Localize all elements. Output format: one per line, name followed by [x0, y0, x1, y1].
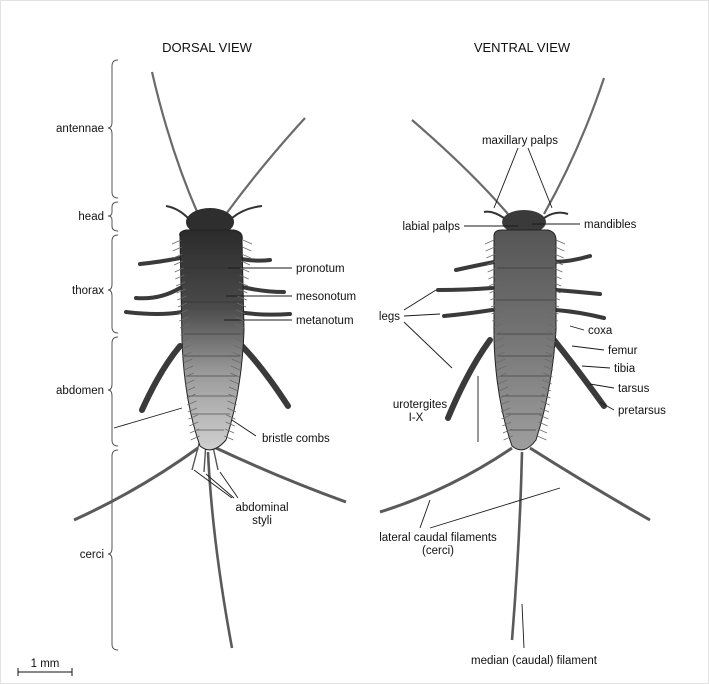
dorsal-body — [180, 230, 244, 450]
label-femur: femur — [608, 345, 638, 357]
label-mesonotum: mesonotum — [296, 291, 356, 303]
ventral-cercus-right — [530, 448, 650, 520]
label-median-filament: median (caudal) filament — [471, 655, 598, 667]
ventral-median-filament — [512, 452, 522, 640]
label-labial-palps: labial palps — [402, 221, 460, 233]
label-tibia: tibia — [614, 363, 636, 375]
ventral-specimen — [380, 78, 650, 640]
label-lateral-caudal-line1: lateral caudal filaments — [379, 532, 497, 544]
label-bristle-combs: bristle combs — [262, 433, 330, 445]
region-label-antennae: antennae — [56, 123, 104, 135]
label-maxillary-palps: maxillary palps — [482, 135, 558, 147]
label-tarsus: tarsus — [618, 383, 650, 395]
dorsal-specimen — [74, 72, 346, 648]
ventral-body — [494, 230, 556, 450]
dorsal-antenna-right — [226, 118, 305, 214]
ventral-view-title: VENTRAL VIEW — [474, 40, 571, 55]
dorsal-view-title: DORSAL VIEW — [162, 40, 253, 55]
label-mandibles: mandibles — [584, 219, 637, 231]
region-label-cerci: cerci — [80, 549, 104, 561]
label-metanotum: metanotum — [296, 315, 354, 327]
scale-bar: 1 mm — [18, 658, 72, 676]
region-label-abdomen: abdomen — [56, 385, 104, 397]
scale-bar-label: 1 mm — [31, 658, 60, 670]
label-abdominal-styli-line2: styli — [252, 515, 272, 527]
region-brace — [108, 60, 118, 650]
label-pretarsus: pretarsus — [618, 405, 666, 417]
region-label-thorax: thorax — [72, 285, 104, 297]
dorsal-cercus-left — [74, 448, 198, 520]
dorsal-median-filament — [208, 452, 232, 648]
label-coxa: coxa — [588, 325, 613, 337]
label-abdominal-styli-line1: abdominal — [235, 502, 288, 514]
label-pronotum: pronotum — [296, 263, 345, 275]
dorsal-antenna-left — [152, 72, 198, 214]
label-urotergites-line2: I-X — [409, 412, 424, 424]
region-label-head: head — [78, 211, 104, 223]
label-lateral-caudal-line2: (cerci) — [422, 545, 454, 557]
label-legs: legs — [379, 311, 400, 323]
ventral-cercus-left — [380, 448, 512, 512]
label-urotergites-line1: urotergites — [393, 399, 448, 411]
